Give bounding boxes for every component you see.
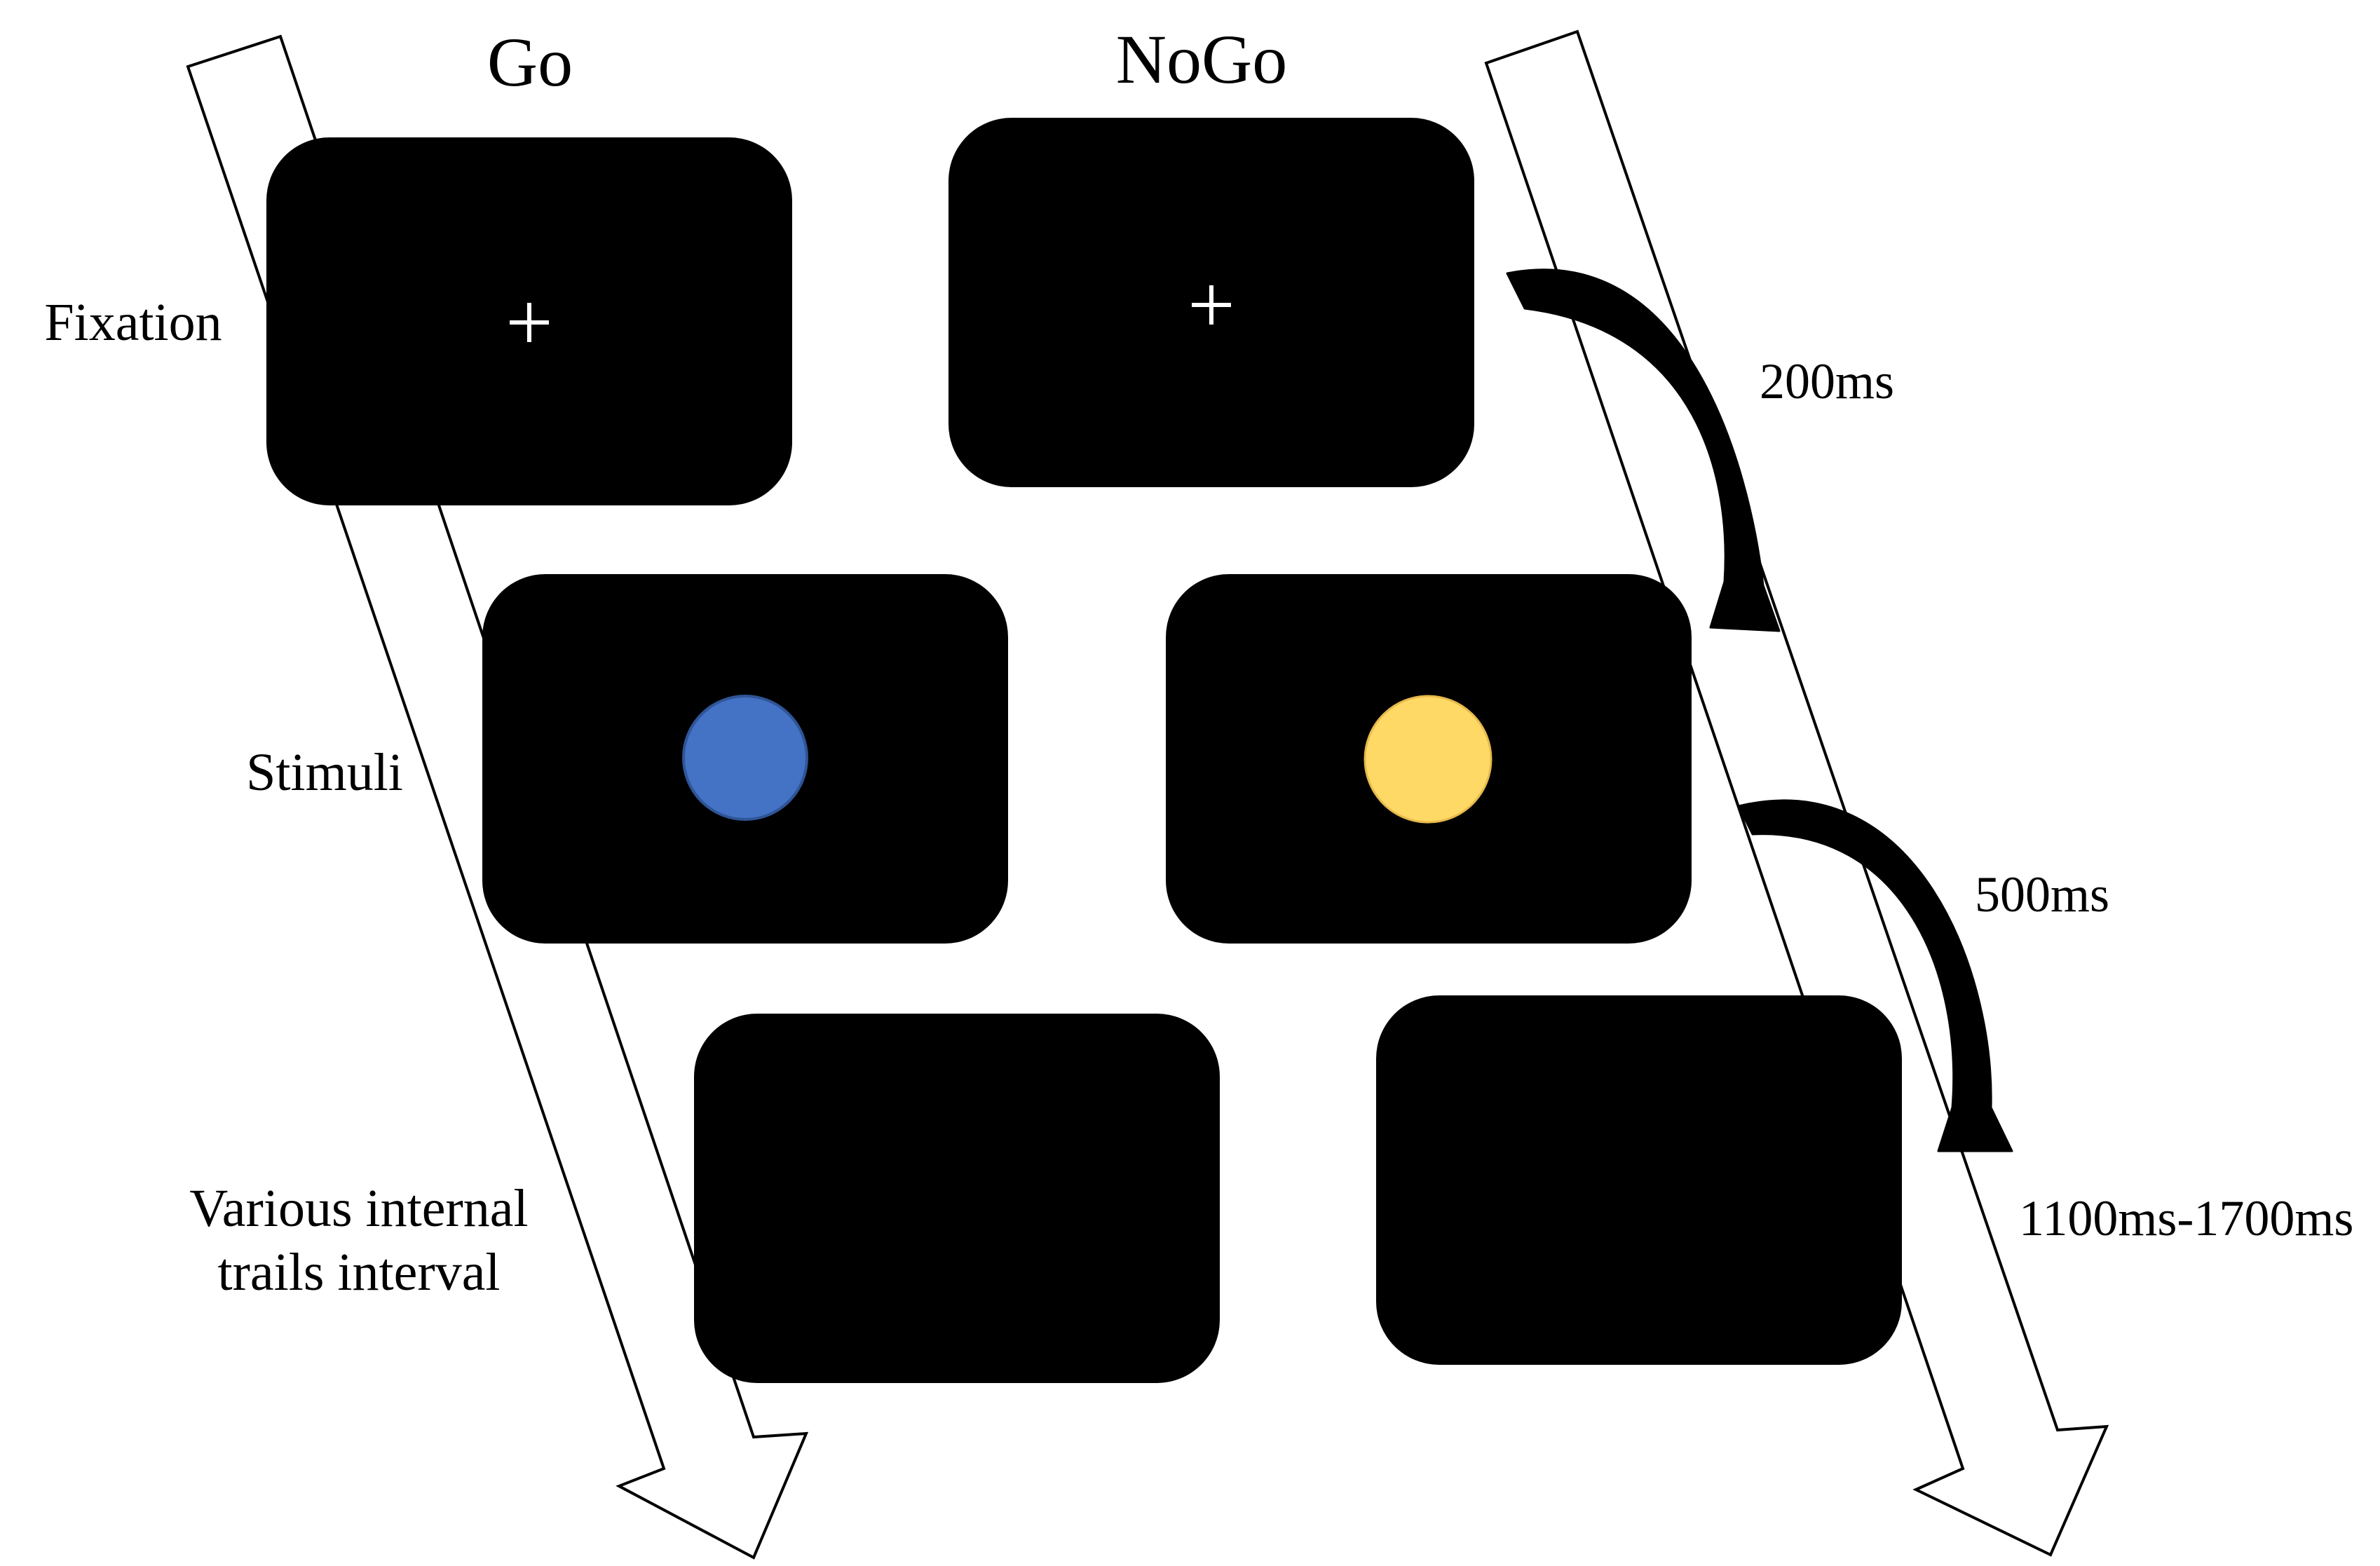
nogo-fixation-cross: + <box>1188 258 1235 351</box>
fixation-duration-label: 200ms <box>1760 353 1894 409</box>
timing-arrow-fixation-to-stimulus <box>1506 268 1781 632</box>
go-fixation-screen <box>266 137 792 505</box>
go-fixation-cross: + <box>505 275 553 369</box>
interval-row-label-line2: trails interval <box>217 1243 500 1302</box>
interval-row-label-line1: Various internal <box>189 1179 528 1238</box>
go-stimulus-blue-circle <box>682 695 808 821</box>
fixation-row-label: Fixation <box>44 293 222 352</box>
stimuli-row-label: Stimuli <box>246 743 403 802</box>
nogo-fixation-screen <box>948 118 1474 487</box>
nogo-stimulus-yellow-circle <box>1364 695 1492 824</box>
timing-arrow-stimulus-to-interval <box>1737 799 2013 1152</box>
nogo-column-heading: NoGo <box>1116 20 1287 98</box>
go-column-heading: Go <box>487 23 573 101</box>
interval-duration-label: 1100ms-1700ms <box>2019 1190 2353 1246</box>
nogo-interval-screen <box>1376 995 1902 1365</box>
nogo-timeline-arrow <box>1484 29 2109 1557</box>
stimulus-duration-label: 500ms <box>1975 866 2109 922</box>
go-interval-screen <box>694 1014 1220 1383</box>
